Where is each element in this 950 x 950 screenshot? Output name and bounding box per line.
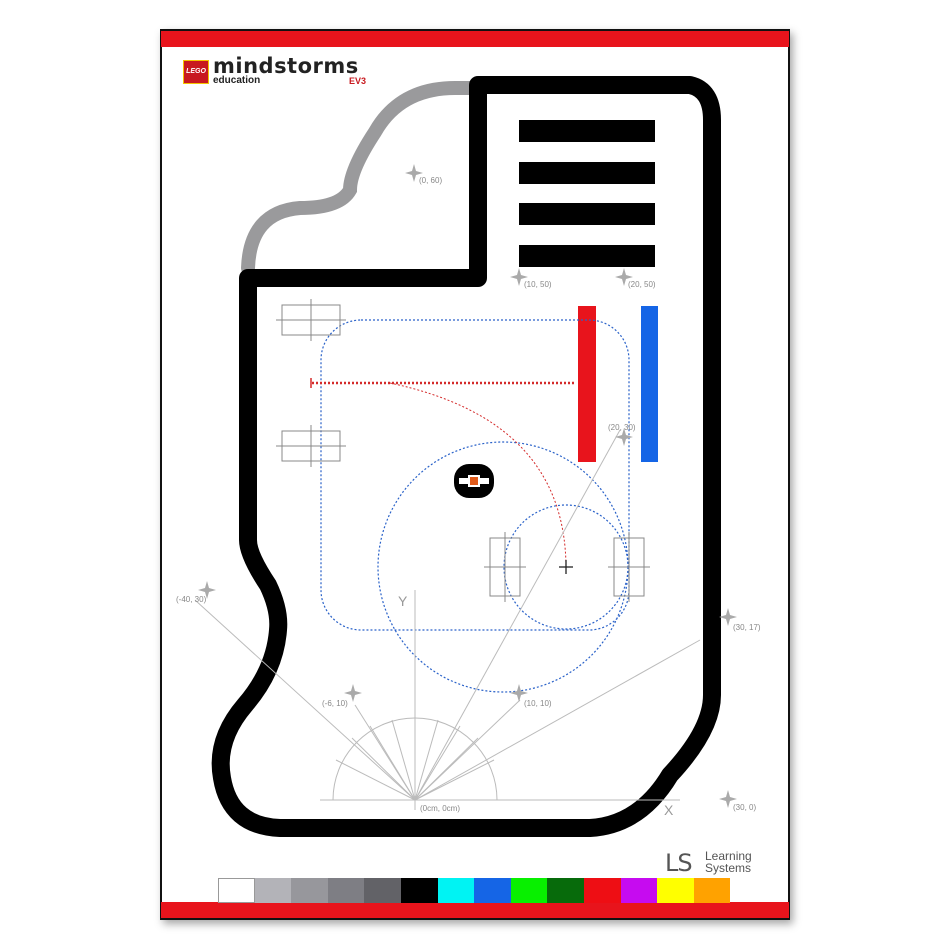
ladder-bar-2 [519,162,655,184]
learning-systems-logo: LS Learning Systems [665,849,775,877]
color-swatch [291,878,328,903]
marker-label: (30, 17) [733,623,761,632]
marker-label: (-40, 30) [176,595,207,604]
color-swatch [400,878,438,903]
top-red-stripe [161,31,789,47]
color-calibration-strip [218,878,731,903]
marker-10-10: (10, 10) [510,684,552,708]
ladder-bar-4 [519,245,655,267]
black-track [211,76,721,837]
wheel-rect-2 [276,425,346,467]
ls-mark: LS [665,849,693,877]
logo-model: EV3 [349,76,367,86]
color-swatch [547,878,584,903]
marker-label: (0, 60) [419,176,442,185]
bottom-red-stripe [161,902,789,918]
color-swatch [693,878,731,903]
marker-label: (10, 50) [524,280,552,289]
logo-brand: mindstorms [213,54,359,78]
logo-sub: education [213,75,261,86]
marker-m6-10: (-6, 10) [322,684,362,708]
ladder-bar-1 [519,120,655,142]
marker-label: (30, 0) [733,803,756,812]
ls-mark-text: LS [665,849,693,877]
marker-label: (20, 50) [628,280,656,289]
ls-line1: Learning [705,849,752,863]
ls-text: Learning Systems [705,850,752,874]
color-swatch [437,878,475,903]
marker-20-50: (20, 50) [615,268,656,289]
color-swatch [218,878,255,903]
wheel-rect-4 [608,532,650,602]
color-swatch [620,878,658,903]
marker-label: (20, 30) [608,423,636,432]
marker-label: (-6, 10) [322,699,348,708]
ladder-bar-3 [519,203,655,225]
red-bar [578,306,596,462]
color-swatch [583,878,621,903]
lego-badge: LEGO [183,60,209,84]
origin-label: (0cm, 0cm) [420,804,460,813]
wheel-rect-1 [276,299,346,341]
color-swatch [364,878,401,903]
ls-line2: Systems [705,861,752,875]
marker-30-0: (30, 0) [719,790,756,812]
marker-label: (10, 10) [524,699,552,708]
gray-track [241,81,479,275]
color-swatch [510,878,548,903]
marker-m40-30: (-40, 30) [176,581,216,604]
color-swatch [657,878,694,903]
coordinate-axes [194,429,701,810]
y-axis-label: Y [398,593,408,609]
red-dotted-arc [389,382,567,568]
robot-icon [454,464,494,498]
color-swatch [254,878,292,903]
blue-bar [641,306,658,462]
marker-30-17: (30, 17) [719,608,761,632]
color-swatch [474,878,511,903]
wheel-rect-3 [484,532,526,602]
guide-rounded-rect [320,319,630,631]
x-axis-label: X [664,802,674,818]
marker-10-50: (10, 50) [510,268,552,289]
marker-0-60: (0, 60) [405,164,442,185]
color-swatch [327,878,365,903]
marker-20-30: (20, 30) [608,423,636,446]
